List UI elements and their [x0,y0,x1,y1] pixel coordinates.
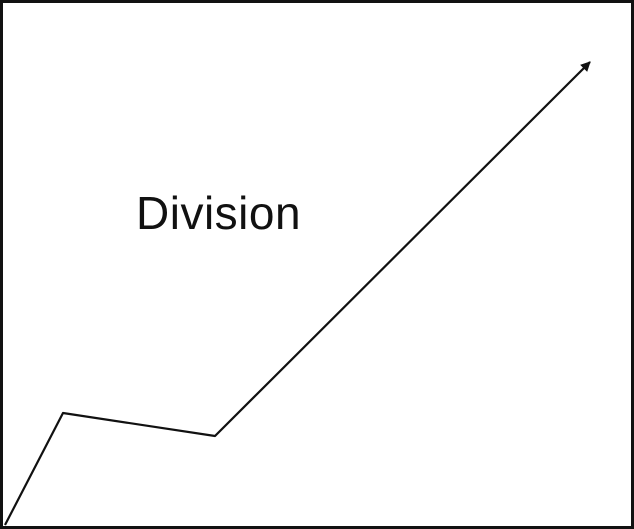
division-label: Division [136,187,302,239]
trend-path-line [4,61,591,526]
